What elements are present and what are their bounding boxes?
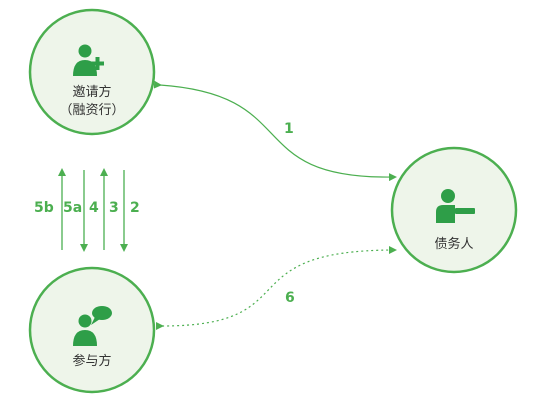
edge-1-label: 1 [284,121,294,137]
debtor-label: 债务人 [434,237,474,252]
edge-2-label: 2 [130,200,140,216]
participant-label: 参与方 [72,354,112,369]
inviter-label-line1: 邀请方 [72,85,112,100]
edge-1-line [153,80,397,182]
edge-3-label: 3 [109,200,119,216]
inviter-label: 邀请方 （融资行） [52,84,132,120]
edge-6-line [155,246,397,331]
edge-5b-label: 5b [34,200,54,216]
edge-4-label: 4 [89,200,99,216]
edge-6-label: 6 [285,290,295,306]
inviter-label-line2: （融资行） [59,103,125,118]
debtor-presenting-icon [436,189,475,223]
speech-user-icon [73,306,112,346]
edge-5a-label: 5a [63,200,83,216]
participant-node [28,266,156,394]
add-user-icon [73,44,104,76]
